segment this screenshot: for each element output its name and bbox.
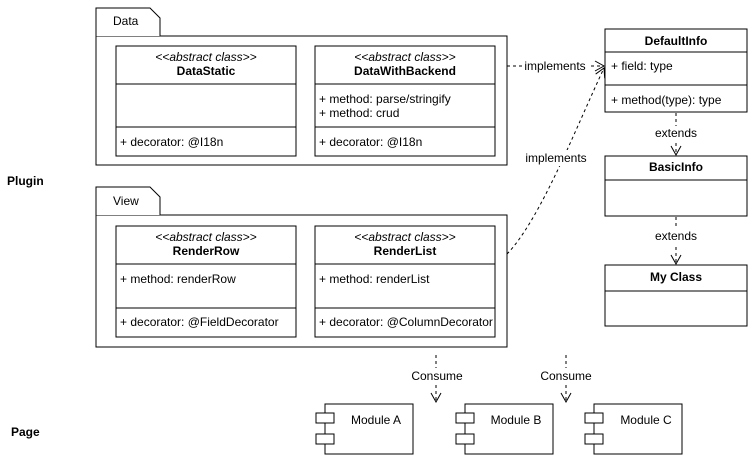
module-a-port-bottom-icon [315, 433, 335, 445]
module-b-port-top-icon [455, 412, 475, 424]
package-view-name: View [113, 194, 139, 208]
edge-implements-bottom[interactable]: implements [506, 67, 606, 255]
edge-extends-1[interactable]: extends [652, 113, 700, 157]
defaultinfo-name: DefaultInfo [645, 34, 708, 48]
edge-consume-1[interactable]: Consume [409, 355, 465, 404]
module-b-label: Module B [491, 413, 542, 427]
consume-1-label: Consume [411, 369, 463, 383]
package-data-name: Data [113, 14, 139, 28]
renderlist-stereotype: <<abstract class>> [354, 230, 455, 244]
defaultinfo-method: + method(type): type [611, 93, 722, 107]
module-c-port-top-icon [584, 412, 604, 424]
renderrow-stereotype: <<abstract class>> [155, 230, 256, 244]
defaultinfo-field: + field: type [611, 59, 673, 73]
plugin-label: Plugin [7, 174, 44, 188]
consume-2-label: Consume [540, 369, 592, 383]
class-defaultinfo[interactable]: DefaultInfo + field: type + method(type)… [604, 28, 748, 113]
datastatic-stereotype: <<abstract class>> [155, 50, 256, 64]
class-myclass[interactable]: My Class [604, 264, 748, 327]
datawithbackend-method-1: + method: parse/stringify [319, 92, 451, 106]
class-datastatic[interactable]: <<abstract class>> DataStatic + decorato… [115, 45, 297, 157]
module-a[interactable]: Module A [315, 403, 414, 455]
renderrow-name: RenderRow [173, 244, 240, 258]
extends-1-label: extends [655, 126, 697, 140]
datawithbackend-name: DataWithBackend [354, 64, 456, 78]
datawithbackend-stereotype: <<abstract class>> [354, 50, 455, 64]
datawithbackend-method-2: + method: crud [319, 106, 399, 120]
renderlist-name: RenderList [374, 244, 437, 258]
page-label: Page [11, 425, 40, 439]
renderrow-method: + method: renderRow [120, 272, 236, 286]
class-datawithbackend[interactable]: <<abstract class>> DataWithBackend + met… [314, 45, 496, 157]
edge-implements-top[interactable]: implements [507, 58, 606, 74]
module-c-label: Module C [620, 413, 672, 427]
edge-extends-2[interactable]: extends [652, 217, 700, 266]
renderlist-method: + method: renderList [319, 272, 430, 286]
extends-2-label: extends [655, 229, 697, 243]
module-a-port-top-icon [315, 412, 335, 424]
datastatic-decorator: + decorator: @I18n [120, 135, 223, 149]
datastatic-name: DataStatic [177, 64, 236, 78]
implements-bottom-label: implements [525, 151, 586, 165]
module-c-port-bottom-icon [584, 433, 604, 445]
edge-consume-2[interactable]: Consume [538, 355, 594, 404]
myclass-name: My Class [650, 270, 702, 284]
class-renderlist[interactable]: <<abstract class>> RenderList + method: … [314, 225, 496, 338]
module-b-port-bottom-icon [455, 433, 475, 445]
module-c[interactable]: Module C [584, 403, 683, 455]
module-a-label: Module A [351, 413, 401, 427]
class-basicinfo[interactable]: BasicInfo [604, 155, 748, 217]
class-renderrow[interactable]: <<abstract class>> RenderRow + method: r… [115, 225, 297, 338]
renderlist-decorator: + decorator: @ColumnDecorator [319, 315, 493, 329]
implements-top-label: implements [524, 59, 585, 73]
datawithbackend-decorator: + decorator: @I18n [319, 135, 422, 149]
module-b[interactable]: Module B [455, 403, 554, 455]
basicinfo-name: BasicInfo [649, 160, 703, 174]
renderrow-decorator: + decorator: @FieldDecorator [120, 315, 279, 329]
